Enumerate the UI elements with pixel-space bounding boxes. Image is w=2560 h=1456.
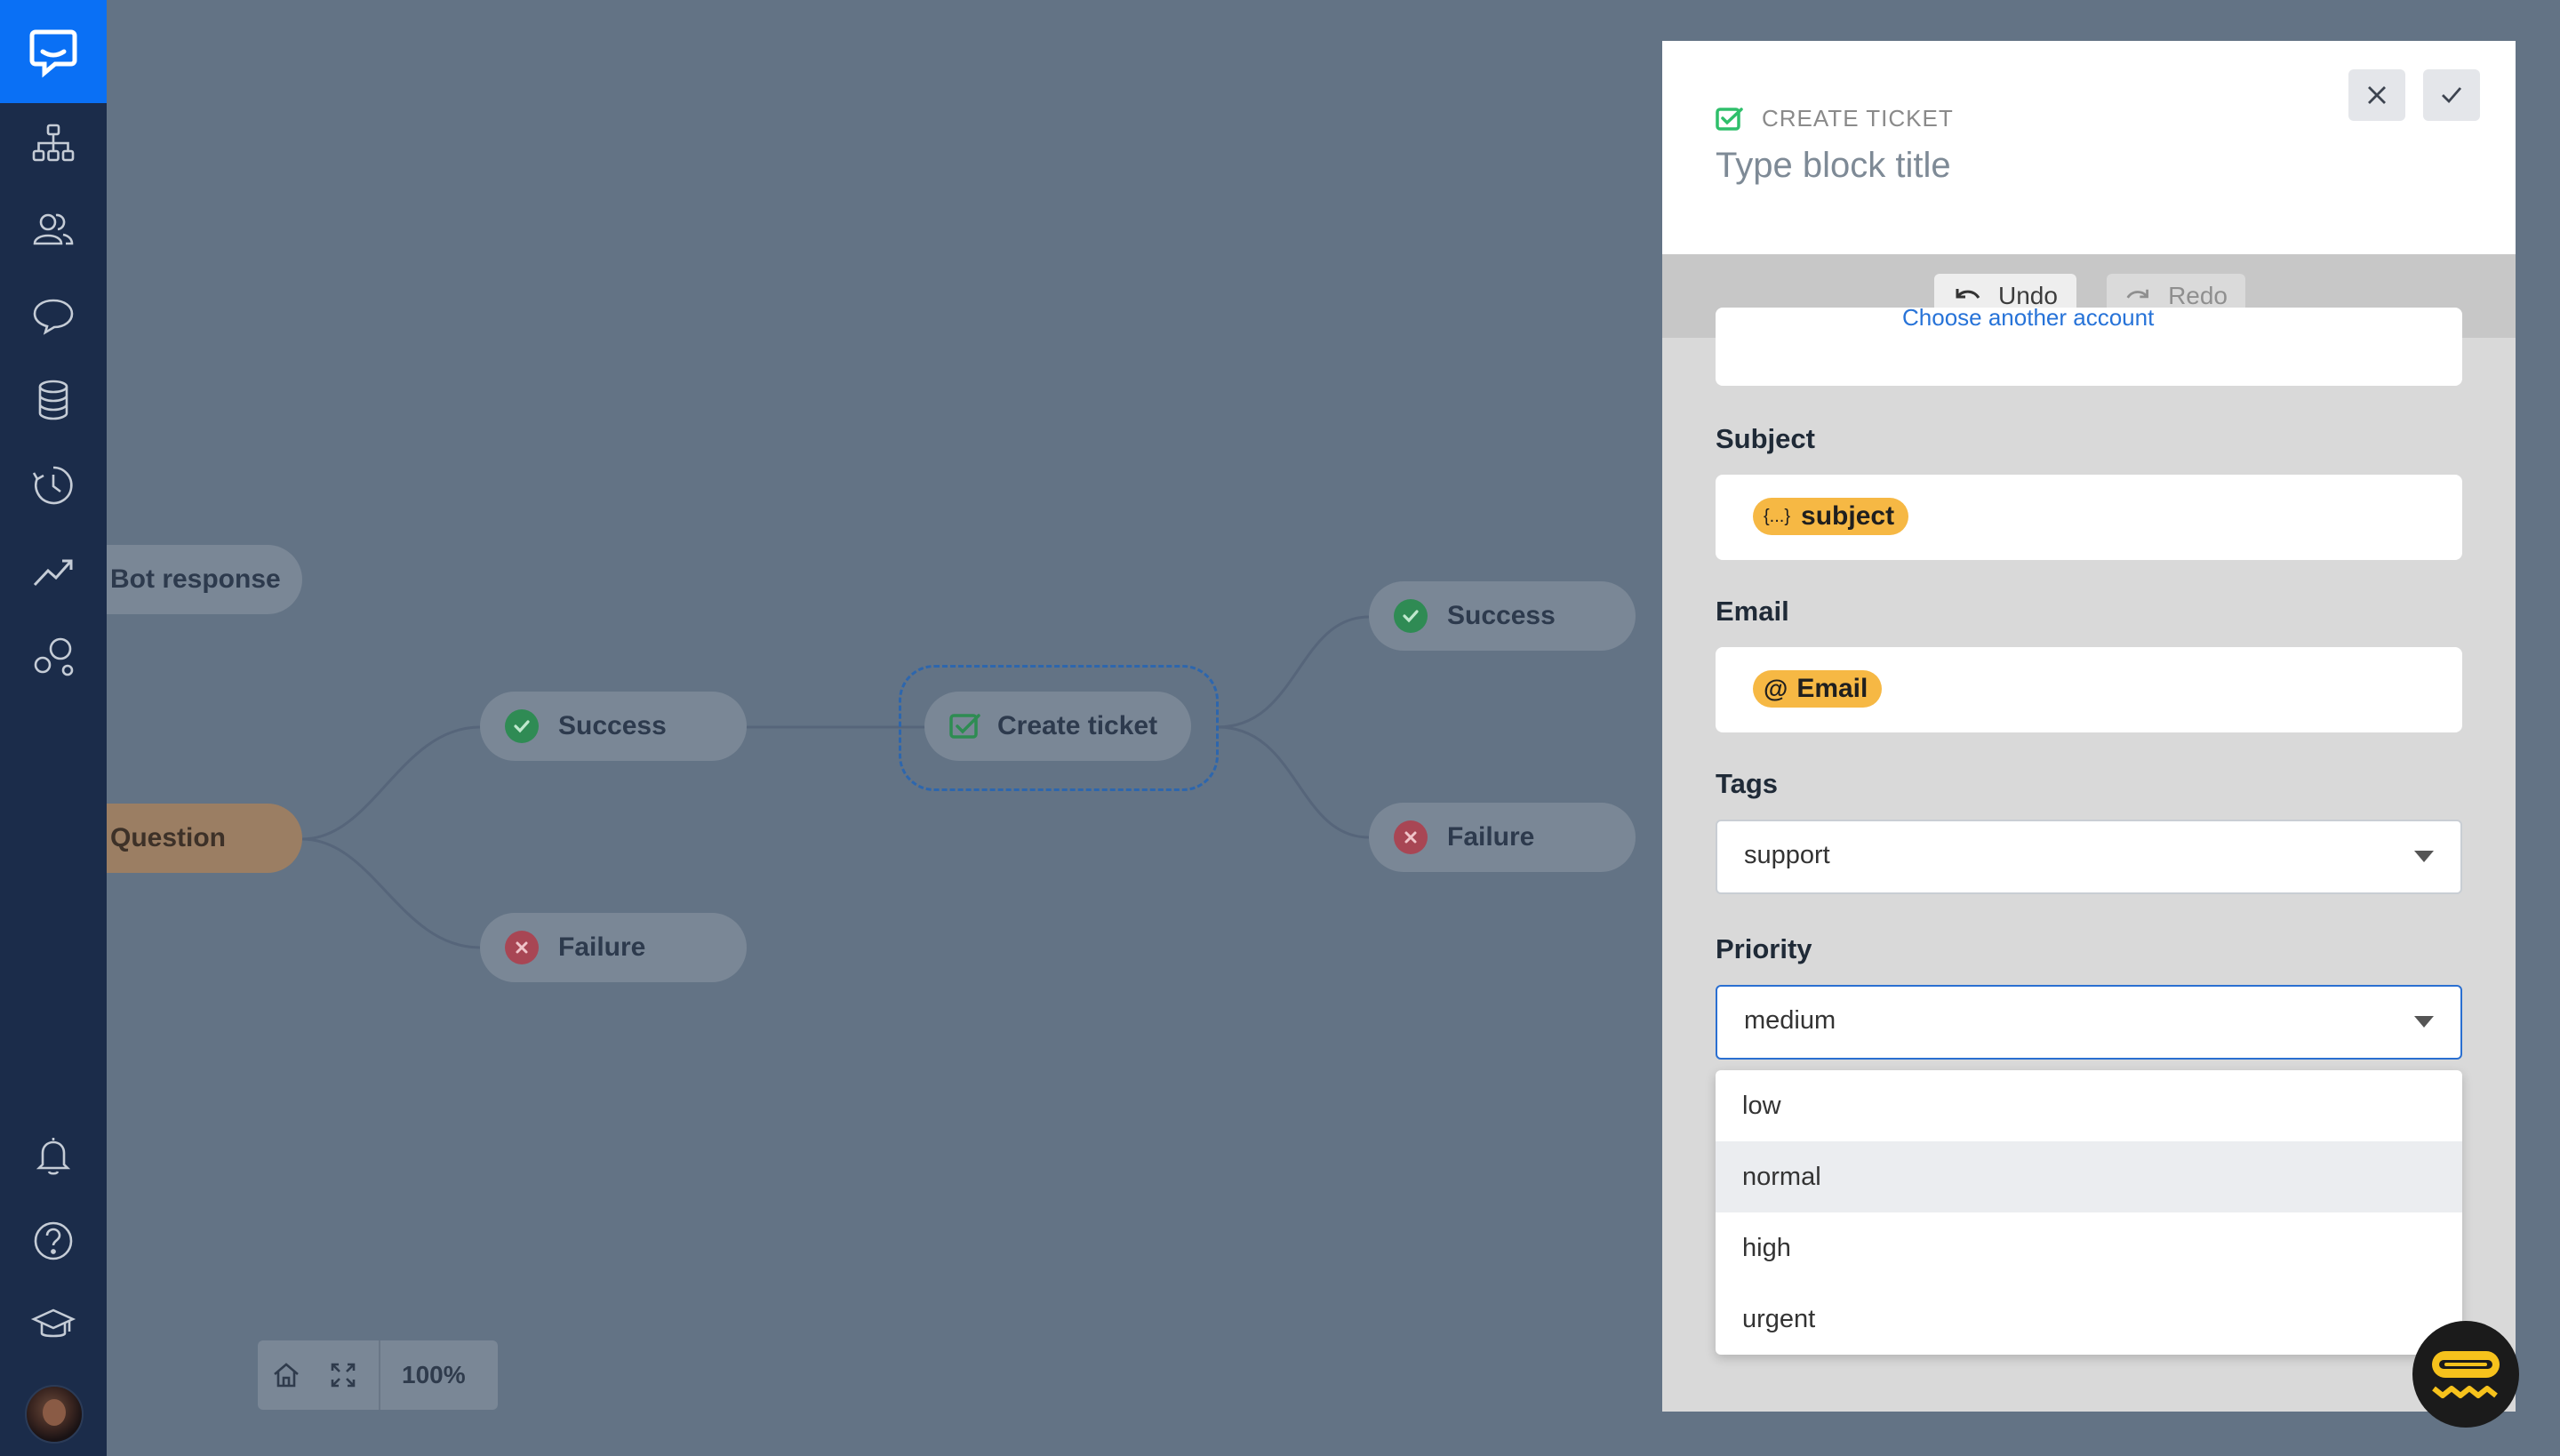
priority-option-urgent[interactable]: urgent	[1742, 1304, 1816, 1333]
database-icon[interactable]	[27, 373, 80, 427]
failure-x-icon	[1394, 820, 1428, 854]
node-success-2[interactable]: Success	[1369, 581, 1636, 651]
analytics-icon[interactable]	[27, 544, 80, 597]
node-label: Create ticket	[997, 711, 1158, 740]
node-failure-1[interactable]: Failure	[480, 913, 747, 982]
account-section: Choose another account	[1716, 308, 2462, 386]
home-icon	[274, 1363, 299, 1388]
email-variable-token[interactable]: @ Email	[1753, 670, 1883, 708]
failure-x-icon	[505, 931, 539, 964]
integrations-icon[interactable]	[27, 629, 80, 683]
node-success-1[interactable]: Success	[480, 692, 747, 761]
choose-account-link[interactable]: Choose another account	[1902, 308, 2155, 331]
edge-createticket-failure	[1217, 725, 1370, 839]
subject-label: Subject	[1716, 423, 1815, 454]
block-settings-panel: CREATE TICKET Type block title Undo Redo…	[1662, 41, 2516, 1412]
email-field[interactable]: @ Email	[1716, 647, 2462, 732]
sidebar	[0, 0, 107, 1456]
flow-connections	[301, 615, 1370, 949]
users-icon[interactable]	[27, 203, 80, 256]
priority-option-normal[interactable]: normal	[1716, 1141, 2462, 1212]
node-label: Question	[110, 823, 227, 852]
token-label: Email	[1796, 674, 1868, 703]
chat-widget-button[interactable]	[2412, 1321, 2519, 1428]
node-create-ticket[interactable]: Create ticket	[924, 692, 1191, 761]
redo-icon	[2126, 289, 2148, 299]
block-type: CREATE TICKET	[1716, 105, 1954, 132]
user-avatar[interactable]	[25, 1385, 84, 1444]
academy-graduation-icon[interactable]	[27, 1298, 80, 1351]
zoom-divider	[379, 1340, 380, 1410]
node-label: Failure	[1447, 822, 1535, 852]
edge-createticket-success	[1217, 615, 1370, 729]
node-label: Failure	[558, 932, 646, 962]
undo-label: Undo	[1998, 282, 2058, 309]
email-label: Email	[1716, 596, 1789, 627]
app-logo[interactable]	[0, 0, 107, 103]
tags-label: Tags	[1716, 768, 1779, 799]
ticket-check-icon	[949, 712, 981, 740]
chats-icon[interactable]	[27, 288, 80, 341]
panel-header: CREATE TICKET Type block title	[1662, 41, 2516, 254]
node-question[interactable]: Question	[107, 804, 302, 873]
chat-widget-icon	[2432, 1351, 2500, 1398]
variable-braces-icon: {...}	[1764, 506, 1791, 526]
priority-selected-value: medium	[1744, 1006, 1836, 1035]
block-title-input[interactable]: Type block title	[1716, 146, 1951, 185]
block-type-label: CREATE TICKET	[1762, 105, 1954, 132]
success-check-icon	[505, 709, 539, 743]
help-icon[interactable]	[27, 1214, 80, 1268]
confirm-button[interactable]	[2423, 69, 2480, 121]
tags-select[interactable]: support	[1716, 820, 2462, 894]
home-button[interactable]	[258, 1340, 315, 1410]
history-icon[interactable]	[27, 459, 80, 512]
node-bot-response[interactable]: Bot response	[107, 545, 302, 614]
at-sign-icon: @	[1764, 675, 1788, 702]
priority-option-low[interactable]: low	[1742, 1091, 1781, 1120]
subject-field[interactable]: {...} subject	[1716, 475, 2462, 560]
chevron-down-icon	[2414, 1016, 2434, 1028]
node-label: Success	[1447, 601, 1556, 630]
stories-icon[interactable]	[27, 117, 80, 171]
priority-label: Priority	[1716, 933, 1812, 964]
redo-label: Redo	[2168, 282, 2228, 309]
chevron-down-icon	[2414, 851, 2434, 862]
ticket-check-icon	[1716, 107, 1743, 131]
node-failure-2[interactable]: Failure	[1369, 803, 1636, 872]
notifications-bell-icon[interactable]	[27, 1129, 80, 1182]
close-button[interactable]	[2348, 69, 2405, 121]
fit-screen-button[interactable]	[315, 1340, 372, 1410]
success-check-icon	[1394, 599, 1428, 633]
subject-variable-token[interactable]: {...} subject	[1753, 498, 1909, 535]
edge-question-success	[301, 725, 481, 841]
edge-question-failure	[301, 837, 481, 949]
priority-dropdown-menu: low normal high urgent	[1716, 1070, 2462, 1355]
zoom-controls: 100%	[258, 1340, 498, 1410]
node-label: Bot response	[110, 564, 281, 594]
flow-canvas[interactable]: Bot response Question Success Failure Cr…	[107, 0, 1662, 1456]
close-icon	[2368, 86, 2386, 104]
undo-icon	[1956, 289, 1980, 299]
checkmark-icon	[2442, 87, 2462, 104]
zoom-level: 100%	[402, 1361, 466, 1388]
tags-selected-value: support	[1744, 841, 1830, 869]
selected-node-frame	[899, 665, 1219, 791]
token-label: subject	[1801, 501, 1895, 531]
priority-option-high[interactable]: high	[1742, 1233, 1791, 1262]
node-label: Success	[558, 711, 667, 740]
priority-select[interactable]: medium	[1716, 985, 2462, 1060]
chat-logo-icon	[29, 29, 77, 78]
expand-icon	[331, 1363, 356, 1388]
